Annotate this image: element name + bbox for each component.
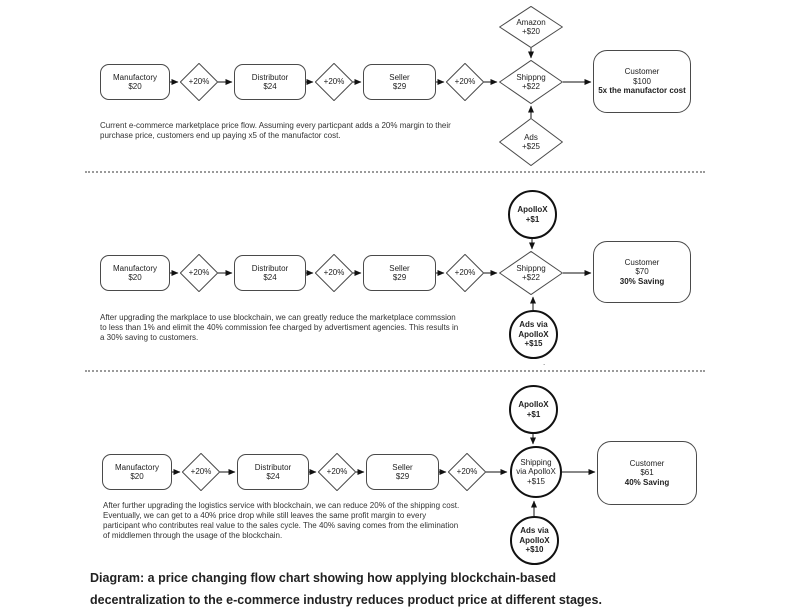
row3-margin3-diamond: +20% <box>448 453 486 491</box>
row3-margin1-diamond: +20% <box>182 453 220 491</box>
dotted-separator-1 <box>85 171 705 173</box>
node-label: Shippng <box>516 263 546 273</box>
row3-apollox-circle: ApolloX+$1 <box>509 385 558 434</box>
node-label: Amazon <box>516 17 546 27</box>
node-label: Customer <box>624 67 660 77</box>
row2-margin2-diamond: +20% <box>315 254 353 292</box>
node-note: 40% Saving <box>624 477 670 487</box>
node-label: Customer <box>629 458 665 468</box>
node-label: Ads <box>524 132 538 142</box>
node-label: Distributor <box>251 263 289 273</box>
node-value: $20 <box>128 82 142 91</box>
node-label: Manufactory <box>112 72 158 82</box>
node-value: $20 <box>130 472 144 481</box>
row1-shipping-diamond: Shippng+$22 <box>499 60 563 104</box>
margin-label: +20% <box>456 467 478 477</box>
node-value: $61 <box>640 468 654 478</box>
node-value: +$20 <box>521 27 541 36</box>
row1-seller-node: Seller$29 <box>363 64 436 100</box>
node-note: 30% Saving <box>619 276 665 286</box>
margin-label: +20% <box>188 77 210 87</box>
node-label2: via ApolloX <box>516 467 556 477</box>
node-value: $20 <box>128 273 142 282</box>
row2-shipping-diamond: Shippng+$22 <box>499 251 563 295</box>
node-label: ApolloX <box>518 400 549 409</box>
node-note: 5x the manufactor cost <box>598 86 686 96</box>
row1-margin1-diamond: +20% <box>180 63 218 101</box>
node-label: ApolloX <box>517 205 548 214</box>
row1-distributor-node: Distributor$24 <box>234 64 306 100</box>
node-value: $24 <box>266 472 280 481</box>
row3-manufactory-node: Manufactory$20 <box>102 454 172 490</box>
row1-margin2-diamond: +20% <box>315 63 353 101</box>
node-value: $29 <box>392 273 407 282</box>
node-label: Manufactory <box>114 462 160 472</box>
node-label: Distributor <box>251 72 289 82</box>
row2-caption: After upgrading the markplace to use blo… <box>100 313 459 342</box>
row3-seller-node: Seller$29 <box>366 454 439 490</box>
node-label: Distributor <box>254 462 292 472</box>
margin-label: +20% <box>454 268 476 278</box>
node-value: $24 <box>263 273 277 282</box>
stray-dot: . <box>543 358 546 367</box>
dotted-separator-2 <box>85 370 705 372</box>
row1-margin3-diamond: +20% <box>446 63 484 101</box>
node-label: Ads via <box>519 320 548 330</box>
margin-label: +20% <box>323 268 345 278</box>
row2-margin1-diamond: +20% <box>180 254 218 292</box>
node-value: +$15 <box>524 339 543 349</box>
node-value: $100 <box>633 76 651 86</box>
node-value: $29 <box>395 472 410 481</box>
row1-ads-diamond: Ads+$25 <box>499 118 563 166</box>
node-label: Shippng <box>516 72 546 82</box>
row1-caption: Current e-commerce marketplace price flo… <box>100 121 451 140</box>
row2-distributor-node: Distributor$24 <box>234 255 306 291</box>
node-label: Manufactory <box>112 263 158 273</box>
node-value: +$22 <box>521 82 541 91</box>
node-label: Customer <box>624 257 660 267</box>
node-label: Seller <box>389 72 410 82</box>
node-value: +$25 <box>521 142 541 151</box>
margin-label: +20% <box>323 77 345 87</box>
node-value: +$1 <box>525 214 540 224</box>
node-value: +$1 <box>526 409 541 419</box>
row2-margin3-diamond: +20% <box>446 254 484 292</box>
row3-margin2-diamond: +20% <box>318 453 356 491</box>
row3-distributor-node: Distributor$24 <box>237 454 309 490</box>
margin-label: +20% <box>454 77 476 87</box>
row1-manufactory-node: Manufactory$20 <box>100 64 170 100</box>
margin-label: +20% <box>188 268 210 278</box>
margin-label: +20% <box>326 467 348 477</box>
node-value: +$15 <box>526 476 546 486</box>
row2-seller-node: Seller$29 <box>363 255 436 291</box>
node-label: Ads via <box>520 526 549 536</box>
node-value: $29 <box>392 82 407 91</box>
diagram-caption: Diagram: a price changing flow chart sho… <box>90 571 602 607</box>
node-label2: ApolloX <box>518 329 549 339</box>
node-value: +$22 <box>521 273 541 282</box>
row2-manufactory-node: Manufactory$20 <box>100 255 170 291</box>
node-label: Seller <box>389 263 410 273</box>
node-label2: ApolloX <box>519 535 550 545</box>
node-value: +$10 <box>525 545 544 555</box>
row3-caption: After further upgrading the logistics se… <box>103 501 460 540</box>
row1-amazon-diamond: Amazon+$20 <box>499 6 563 48</box>
node-label: Shipping <box>520 457 552 467</box>
node-value: $70 <box>635 267 649 277</box>
margin-label: +20% <box>190 467 212 477</box>
node-value: $24 <box>263 82 277 91</box>
node-label: Seller <box>392 462 413 472</box>
row2-apollox-circle: ApolloX+$1 <box>508 190 557 239</box>
